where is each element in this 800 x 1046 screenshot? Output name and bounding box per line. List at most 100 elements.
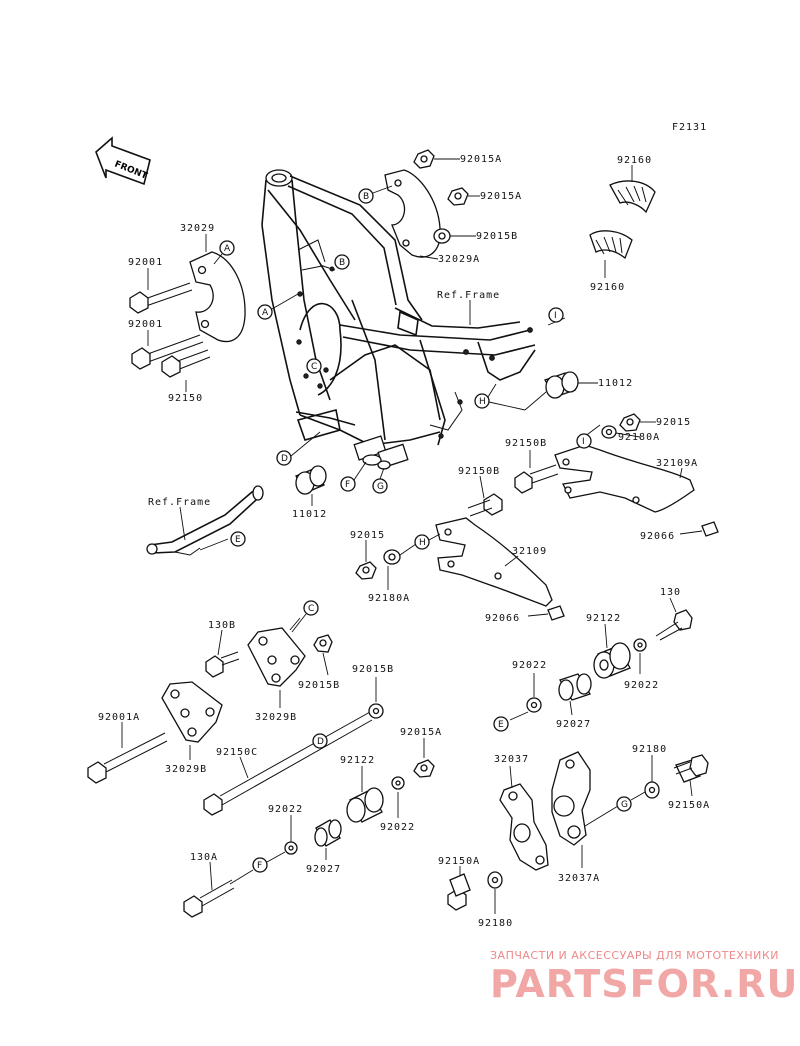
svg-text:B: B <box>339 258 345 268</box>
callout-G-lower: G <box>616 791 646 812</box>
callout-G-frame: G <box>372 467 388 494</box>
label-130B: 130B <box>208 620 236 631</box>
label-11012-left: 11012 <box>292 509 327 520</box>
label-92150B-left: 92150B <box>458 466 500 477</box>
svg-text:D: D <box>317 737 324 747</box>
svg-text:D: D <box>281 454 288 464</box>
label-32109A: 32109A <box>656 458 698 469</box>
callout-D-lower: D <box>312 733 328 749</box>
label-92015-right: 92015 <box>656 417 691 428</box>
label-92015A-lower: 92015A <box>400 727 442 738</box>
callout-I-frame: I <box>548 307 564 323</box>
label-32037A: 32037A <box>558 873 600 884</box>
callout-D-frame: D <box>276 431 321 466</box>
label-92150A-bottom: 92150A <box>438 856 480 867</box>
front-arrow-icon: FRONT <box>95 136 151 186</box>
callout-F-lower: F <box>229 851 286 885</box>
label-92160-top: 92160 <box>617 155 652 166</box>
svg-text:H: H <box>419 538 426 548</box>
washer-92022-upper <box>509 673 542 721</box>
plate-32029B-lower <box>161 681 223 760</box>
callout-E-lower: E <box>493 716 509 732</box>
label-92150B-right: 92150B <box>505 438 547 449</box>
bushing-11012-right <box>544 371 598 399</box>
svg-text:I: I <box>554 311 557 321</box>
label-92150C: 92150C <box>216 747 258 758</box>
bracket-32109A <box>514 317 719 537</box>
label-32029A: 32029A <box>438 254 480 265</box>
label-92022-right: 92022 <box>624 680 659 691</box>
bolt-130 <box>633 597 693 674</box>
bolt-92001A <box>87 722 168 784</box>
label-92066-right: 92066 <box>640 531 675 542</box>
svg-text:A: A <box>224 244 231 254</box>
svg-text:E: E <box>498 720 504 730</box>
callout-E-upper: E <box>230 531 246 547</box>
label-11012-right: 11012 <box>598 378 633 389</box>
label-92015A-mid: 92015A <box>480 191 522 202</box>
callout-C-lower: C <box>291 600 319 633</box>
svg-text:F: F <box>345 480 350 490</box>
svg-text:A: A <box>262 308 269 318</box>
svg-text:E: E <box>235 535 241 545</box>
label-92150: 92150 <box>168 393 203 404</box>
label-92015B-bottom: 92015B <box>352 664 394 675</box>
bushing-11012-left <box>295 465 327 506</box>
nut-92015A-lower <box>413 738 435 778</box>
callout-H-lower: H <box>414 533 441 550</box>
bolt-92150C <box>203 677 384 816</box>
spacer-92122-right <box>593 623 631 679</box>
collar-92027-right <box>558 673 592 716</box>
svg-text:B: B <box>363 192 369 202</box>
label-92027-lower: 92027 <box>306 864 341 875</box>
watermark-tagline: ЗАПЧАСТИ И АКСЕССУАРЫ ДЛЯ МОТОТЕХНИКИ <box>490 949 779 962</box>
ref-frame-label-top: Ref.Frame <box>437 290 500 301</box>
bolt-92150A-bottom <box>447 866 503 914</box>
label-130A: 130A <box>190 852 218 863</box>
label-92015B-top: 92015B <box>476 231 518 242</box>
label-92122-lower: 92122 <box>340 755 375 766</box>
label-32029B-upper: 32029B <box>255 712 297 723</box>
label-92015A-top: 92015A <box>460 154 502 165</box>
svg-text:F: F <box>257 861 262 871</box>
label-92022-mid: 92022 <box>268 804 303 815</box>
callout-B-upper: B <box>358 185 393 204</box>
ref-frame-label-bottom: Ref.Frame <box>148 497 211 508</box>
label-92160-bottom: 92160 <box>590 282 625 293</box>
label-92015-left: 92015 <box>350 530 385 541</box>
label-130: 130 <box>660 587 681 598</box>
label-32029: 32029 <box>180 223 215 234</box>
label-92150A-right: 92150A <box>668 800 710 811</box>
label-32029B-lower: 32029B <box>165 764 207 775</box>
watermark-logo: PARTSFOR.RU <box>490 962 799 1006</box>
svg-text:G: G <box>377 482 384 492</box>
svg-text:C: C <box>308 604 314 614</box>
label-92015B-mid: 92015B <box>298 680 340 691</box>
collar-92027-lower <box>284 815 342 860</box>
label-92022-lower: 92022 <box>380 822 415 833</box>
label-92066-left: 92066 <box>485 613 520 624</box>
label-92180A-right: 92180A <box>618 432 660 443</box>
label-92001A: 92001A <box>98 712 140 723</box>
label-92027-right: 92027 <box>556 719 591 730</box>
callout-C-frame: C <box>306 358 322 374</box>
bolt-92150A-right <box>644 754 709 799</box>
callout-A-frame: A <box>257 293 299 320</box>
label-92001-mid: 92001 <box>128 319 163 330</box>
svg-text:I: I <box>582 437 585 447</box>
bolt-130A <box>183 861 235 918</box>
label-32037: 32037 <box>494 754 529 765</box>
callout-F-frame: F <box>340 461 367 492</box>
rail-piece <box>146 485 264 556</box>
callout-B-frame: B <box>334 254 350 270</box>
plate-32037 <box>499 765 549 871</box>
label-92122-right: 92122 <box>586 613 621 624</box>
pads-92160 <box>589 165 656 278</box>
svg-text:G: G <box>621 800 628 810</box>
svg-text:H: H <box>479 397 486 407</box>
callout-I-lower: I <box>576 433 592 449</box>
main-frame <box>261 169 536 470</box>
spacer-92122-lower <box>346 766 405 823</box>
callout-A-upper: A <box>213 240 235 265</box>
